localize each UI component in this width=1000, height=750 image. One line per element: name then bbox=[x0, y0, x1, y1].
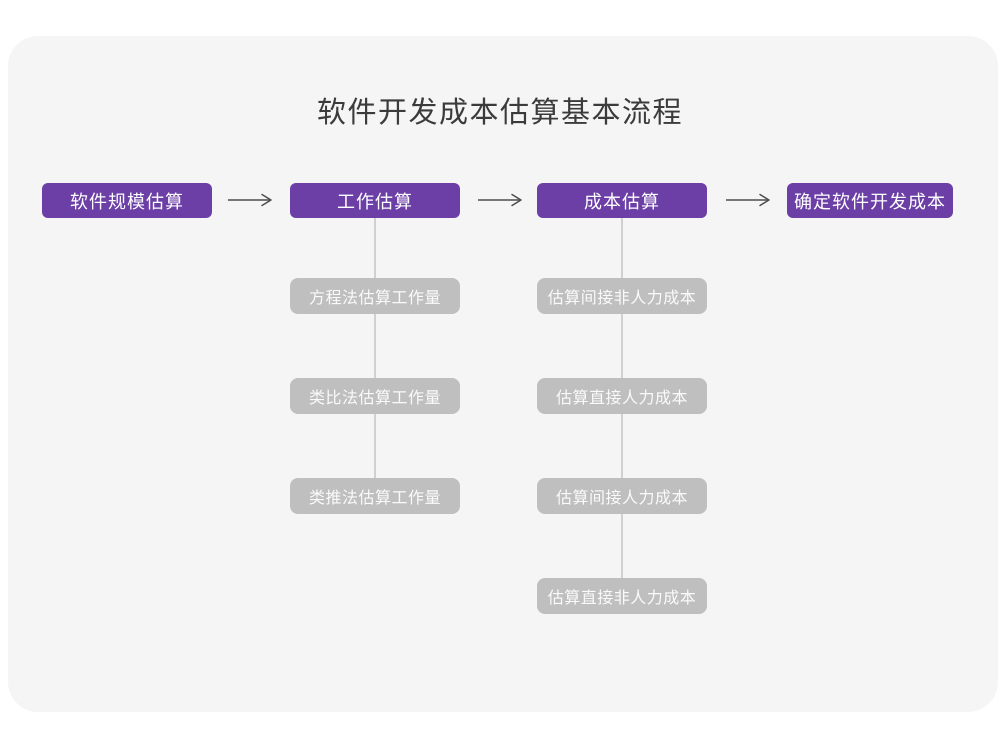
sub-node-analogy-method: 类比法估算工作量 bbox=[290, 378, 460, 414]
diagram-title: 软件开发成本估算基本流程 bbox=[316, 97, 683, 129]
flow-node-cost-estimation: 成本估算 bbox=[537, 183, 707, 218]
arrow-right-icon bbox=[227, 192, 273, 208]
arrow-right-icon bbox=[477, 192, 523, 208]
connector-line-work bbox=[374, 218, 376, 496]
sub-node-direct-labor-cost: 估算直接人力成本 bbox=[537, 378, 707, 414]
diagram-canvas bbox=[8, 36, 998, 712]
arrow-right-icon bbox=[725, 192, 771, 208]
sub-node-direct-nonlabor-cost: 估算直接非人力成本 bbox=[537, 578, 707, 614]
flow-node-work-estimation: 工作估算 bbox=[290, 183, 460, 218]
sub-node-indirect-labor-cost: 估算间接人力成本 bbox=[537, 478, 707, 514]
sub-node-extrapolation-method: 类推法估算工作量 bbox=[290, 478, 460, 514]
sub-node-equation-method: 方程法估算工作量 bbox=[290, 278, 460, 314]
flow-node-software-scale-estimation: 软件规模估算 bbox=[42, 183, 212, 218]
flow-node-determine-development-cost: 确定软件开发成本 bbox=[787, 183, 953, 218]
sub-node-indirect-nonlabor-cost: 估算间接非人力成本 bbox=[537, 278, 707, 314]
